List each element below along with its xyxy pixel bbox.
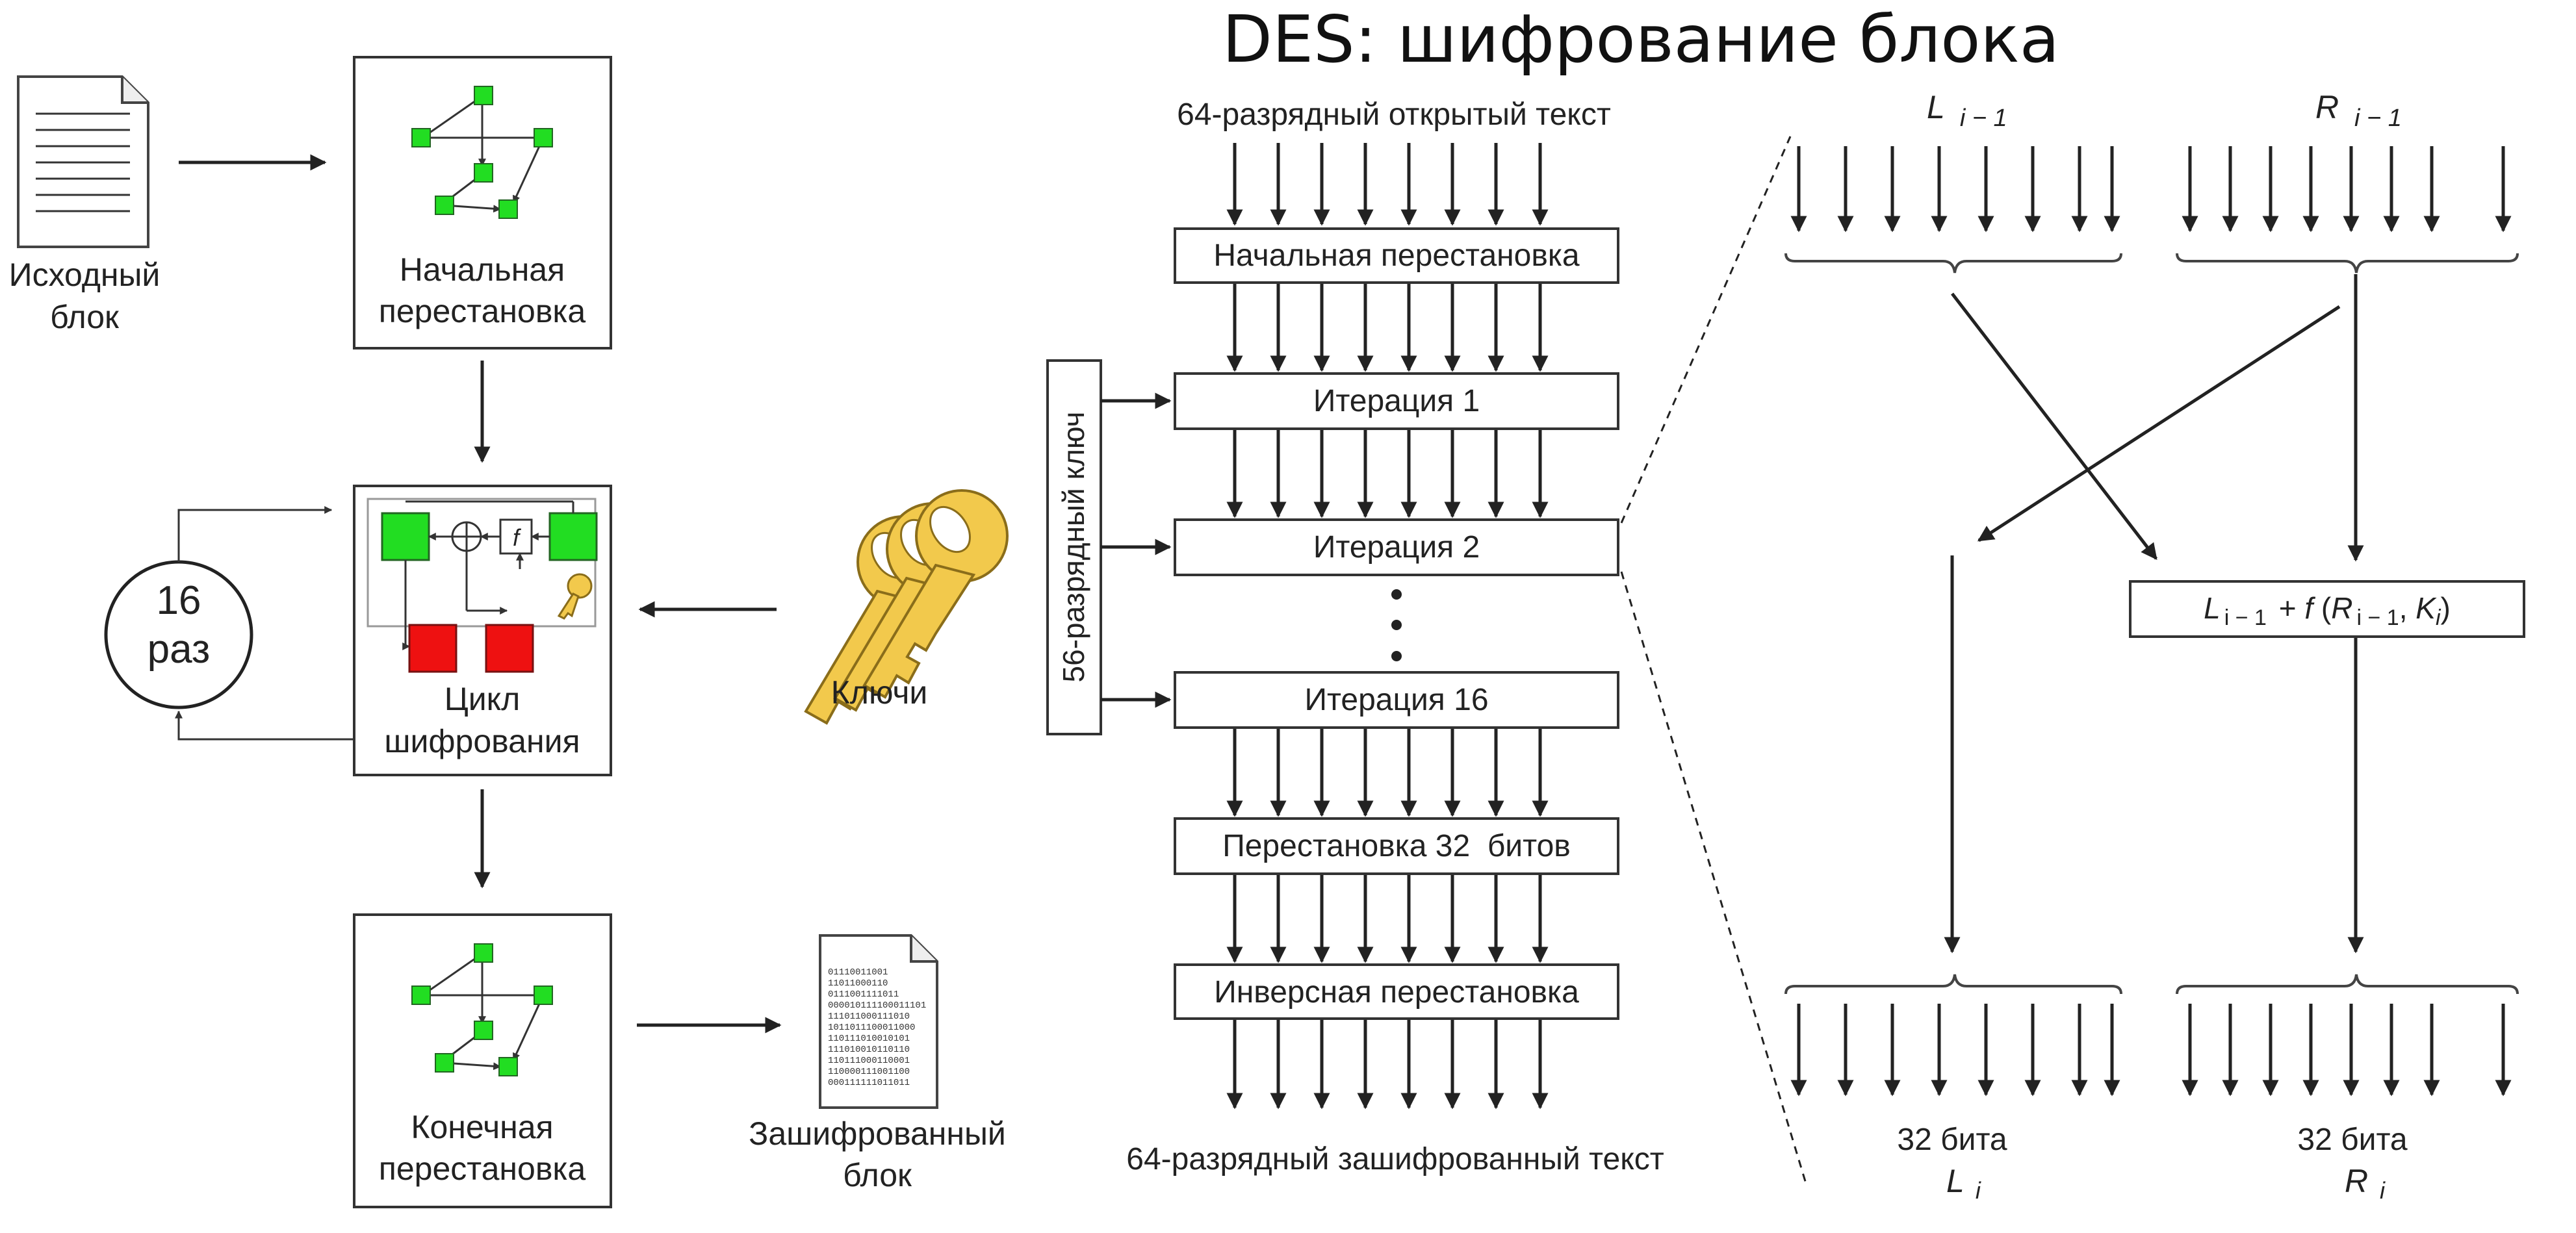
right-in-label: R i − 1 [2315,89,2402,132]
right-out-brace [2176,974,2519,995]
arrows-iter16-to-p32 [1226,729,1549,817]
left-out-bits: 32 бита [1897,1123,2007,1157]
permutation-graph-icon [411,86,553,219]
iteration-16-box [1174,671,1619,729]
binary-line: 000010111100011101 [828,1000,926,1011]
rounds-unit: раз [148,627,211,672]
left-out-brace [1784,974,2122,995]
input-arrows [1226,143,1549,226]
arrow-left-to-func [1951,292,2157,560]
mid-initial-permutation-box [1174,227,1619,284]
left-out-label: L i [1946,1163,1981,1204]
iteration-2-label: Итерация 2 [1313,530,1480,565]
binary-line: 111011000111010 [828,1011,910,1022]
final-permutation-graph-icon [411,943,553,1076]
inverse-permutation-box [1174,963,1619,1020]
loop-bottom-arrow [175,710,354,741]
right-out-arrows [2182,1004,2512,1097]
arrows-iter1-to-iter2 [1226,430,1549,518]
iteration-1-box [1174,372,1619,430]
iteration-16-label: Итерация 16 [1304,683,1488,717]
inverse-permutation-label: Инверсная перестановка [1214,975,1579,1010]
binary-line: 111010010110110 [828,1045,910,1055]
key-bar-box [1046,359,1102,735]
page-title: DES: шифрование блока [1222,1,2059,77]
arrows-p32-to-inverse [1226,875,1549,963]
right-out-label: R i [2345,1163,2386,1204]
output-arrows [1226,1020,1549,1110]
right-in-brace [2176,253,2519,273]
iteration-1-label: Итерация 1 [1313,384,1480,418]
left-in-label: L i − 1 [1927,89,2007,132]
left-in-brace [1784,253,2122,273]
loop-top-arrow [177,506,333,562]
key-bar-label: 56-разрядный ключ [1057,412,1090,683]
binary-line: 0111001111011 [828,989,899,1000]
source-document-icon [17,75,149,248]
right-in-arrows [2182,146,2512,233]
ciphertext-label: 64-разрядный зашифрованный текст [1126,1142,1664,1176]
plaintext-label: 64-разрядный открытый текст [1177,97,1611,132]
ellipsis-dots [1391,589,1402,661]
arrow-right-to-left [1977,305,2341,542]
zoom-line-top [1620,136,1792,524]
binary-line: 01110011001 [828,967,888,978]
binary-line: 110000111001100 [828,1067,910,1077]
left-in-arrows [1790,146,2120,233]
binary-line: 110111000110001 [828,1056,910,1066]
arrows-ip-to-iter1 [1226,284,1549,372]
rounds-count: 16 [157,578,201,623]
binary-line: 000111111011011 [828,1078,910,1088]
mid-initial-permutation-label: Начальная перестановка [1213,238,1580,273]
right-out-bits: 32 бита [2297,1123,2407,1157]
binary-line: 1011011100011000 [828,1023,915,1033]
left-out-arrows [1790,1004,2120,1097]
permutation-32-label: Перестановка 32 битов [1222,829,1571,863]
cipher-cycle-schema [367,498,598,673]
iteration-2-box [1174,518,1619,576]
binary-line: 110111010010101 [828,1034,910,1044]
zoom-line-bottom [1620,571,1808,1186]
encrypted-document-icon: 0111001100111011000110011100111101100001… [819,934,938,1109]
binary-line: 11011000110 [828,978,888,989]
keys-label: Ключи [831,674,928,711]
function-box [2129,580,2525,638]
permutation-32-box [1174,817,1619,875]
